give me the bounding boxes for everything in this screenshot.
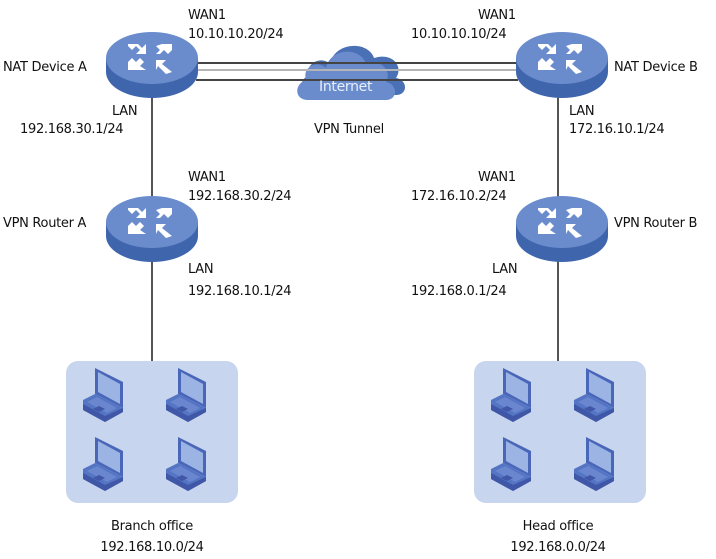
- nat-device-a-icon: [106, 32, 198, 98]
- vpn-router-a-name: VPN Router A: [3, 216, 87, 231]
- vpn-router-b-lan-label: LAN: [492, 262, 518, 277]
- nat-device-b-lan-ip: 172.16.10.1/24: [569, 122, 665, 137]
- nat-device-b-icon: [516, 32, 608, 98]
- nat-device-a-name: NAT Device A: [3, 60, 87, 75]
- internet-label: Internet: [319, 79, 373, 95]
- vpn-router-b-lan-ip: 192.168.0.1/24: [411, 284, 507, 299]
- branch-office-name: Branch office: [111, 519, 193, 534]
- vpn-router-a-icon: [106, 196, 198, 262]
- vpn-tunnel-label: VPN Tunnel: [314, 122, 384, 137]
- nat-device-a-lan-label: LAN: [112, 104, 138, 119]
- head-office-subnet: 192.168.0.0/24: [510, 540, 606, 555]
- vpn-router-b-name: VPN Router B: [614, 216, 698, 231]
- nat-device-a-wan-label: WAN1: [188, 8, 226, 23]
- nat-device-a-wan-ip: 10.10.10.20/24: [188, 27, 284, 42]
- nat-device-b-lan-label: LAN: [569, 104, 595, 119]
- vpn-tunnel-lines: [196, 62, 518, 81]
- vpn-router-b-icon: [516, 196, 608, 262]
- vpn-router-a-wan-ip: 192.168.30.2/24: [188, 189, 292, 204]
- nat-device-b-wan-ip: 10.10.10.10/24: [411, 27, 507, 42]
- vpn-router-b-wan-label: WAN1: [478, 170, 516, 185]
- nat-device-a-lan-ip: 192.168.30.1/24: [20, 122, 124, 137]
- branch-office-subnet: 192.168.10.0/24: [100, 540, 204, 555]
- vpn-router-a-wan-label: WAN1: [188, 170, 226, 185]
- nat-device-b-wan-label: WAN1: [478, 8, 516, 23]
- nat-device-b-name: NAT Device B: [614, 60, 698, 75]
- vpn-router-a-lan-label: LAN: [188, 262, 214, 277]
- head-office-name: Head office: [522, 519, 594, 534]
- vpn-router-a-lan-ip: 192.168.10.1/24: [188, 284, 292, 299]
- vpn-router-b-wan-ip: 172.16.10.2/24: [411, 189, 507, 204]
